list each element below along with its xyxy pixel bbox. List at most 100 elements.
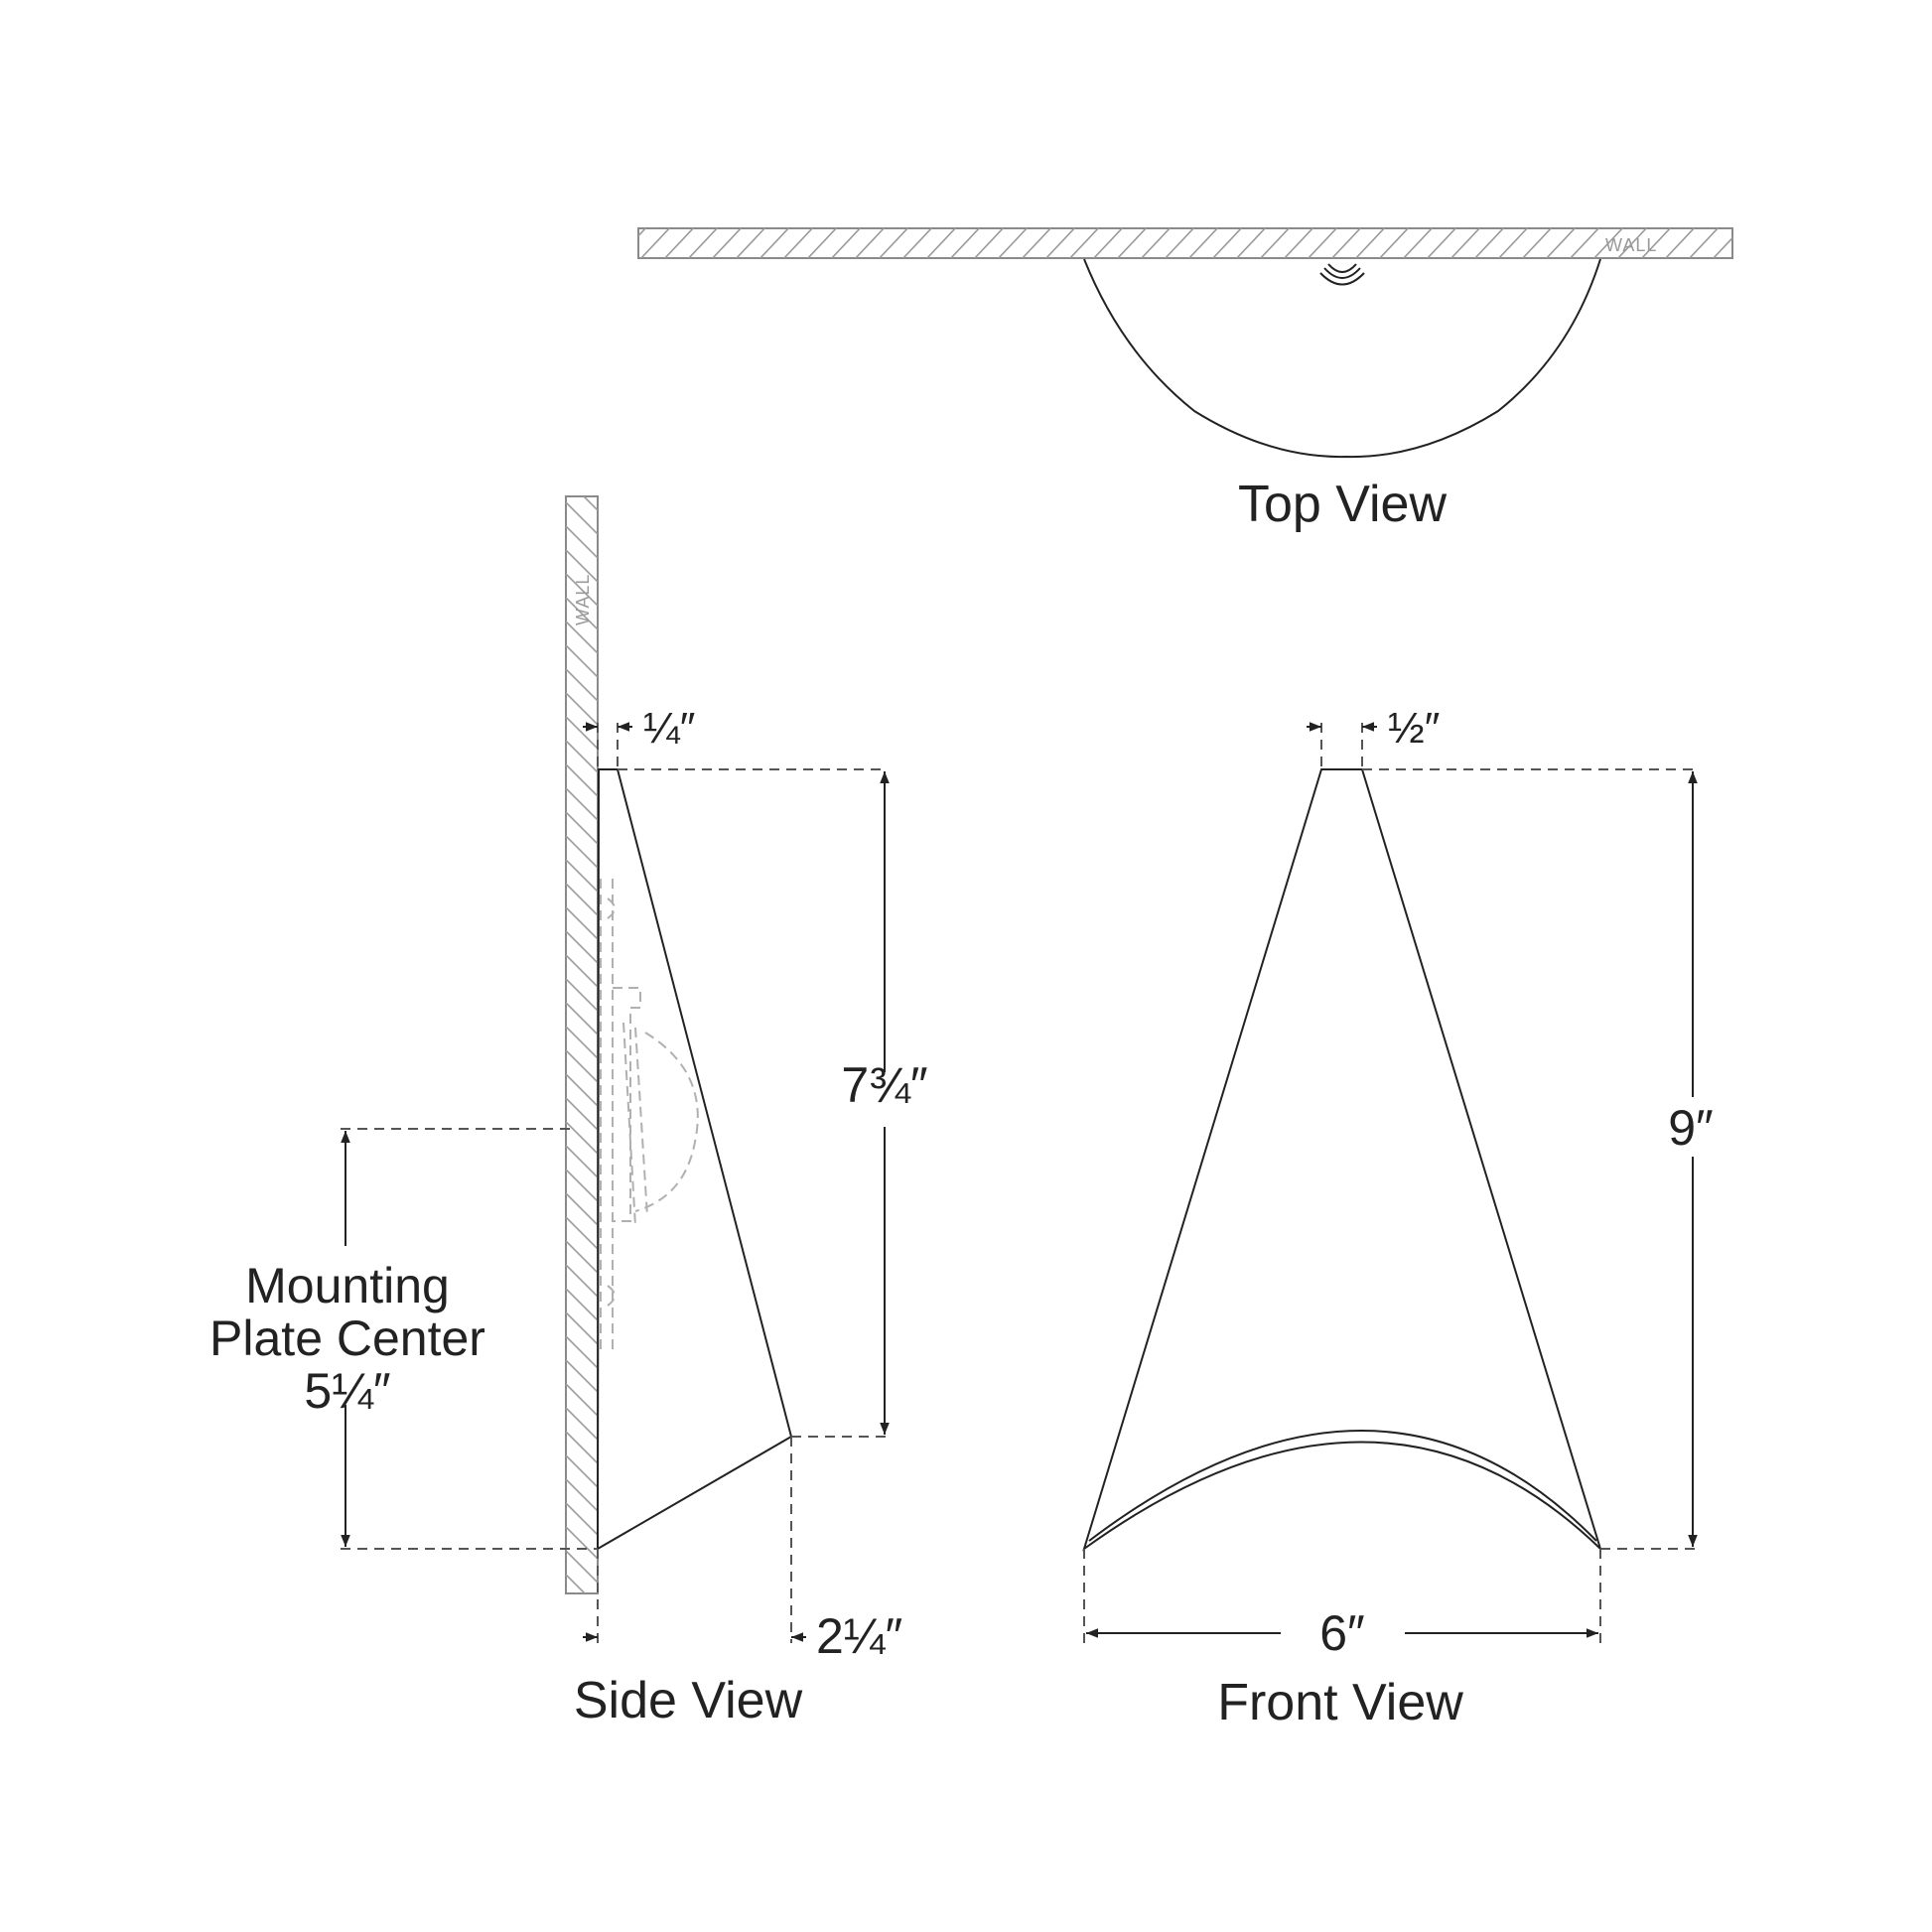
hatch-line — [566, 524, 598, 560]
hatch-line — [566, 739, 598, 774]
hatch-line — [566, 953, 598, 989]
hatch-line — [1735, 226, 1767, 260]
hatch-line — [566, 1072, 598, 1108]
hatch-line — [735, 228, 766, 258]
hatch-line — [1616, 228, 1648, 258]
hatch-line — [566, 715, 598, 751]
hatch-line — [566, 548, 598, 584]
hatch-line — [566, 1477, 598, 1513]
hatch-line — [1283, 228, 1314, 258]
hatch-line — [566, 500, 598, 536]
mounting-hardware-hidden — [600, 879, 699, 1355]
top-view-label: Top View — [1238, 476, 1448, 533]
dim-side-height: 7¾″ — [841, 771, 928, 1435]
hatch-line — [1712, 236, 1732, 258]
top-wall: WALL — [637, 226, 1767, 260]
hatch-line — [566, 572, 598, 608]
hatch-line — [566, 1549, 598, 1585]
hatch-line — [1187, 228, 1219, 258]
front-top-width-label: ½″ — [1388, 704, 1440, 753]
hatch-line — [901, 228, 933, 258]
hatch-line — [566, 1573, 587, 1593]
hatch-line — [564, 1596, 600, 1632]
hatch-line — [854, 228, 886, 258]
hatch-line — [1521, 228, 1553, 258]
hatch-line — [687, 228, 719, 258]
side-top-offset-label: ¼″ — [643, 704, 695, 753]
hatch-line — [1330, 228, 1362, 258]
hatch-line — [566, 858, 598, 894]
hatch-line — [1021, 228, 1052, 258]
hatch-line — [566, 1430, 598, 1465]
hatch-line — [566, 691, 598, 727]
dim-mounting-plate-center: Mounting Plate Center 5¼″ — [209, 1131, 485, 1547]
hatch-line — [566, 1048, 598, 1084]
hatch-line — [566, 1525, 598, 1561]
hatch-line — [663, 228, 695, 258]
hatch-line — [566, 1096, 598, 1132]
top-view: WALL Top View — [637, 226, 1767, 533]
hatch-line — [566, 667, 598, 703]
hatch-line — [566, 1453, 598, 1489]
front-view-shade-outline — [1082, 768, 1601, 1552]
top-wall-label: WALL — [1605, 235, 1657, 255]
hatch-line — [1592, 228, 1624, 258]
hatch-line — [1640, 228, 1672, 258]
hatch-line — [566, 977, 598, 1013]
front-height-label: 9″ — [1668, 1100, 1714, 1156]
hatch-line — [1116, 228, 1148, 258]
hatch-line — [566, 1382, 598, 1418]
hatch-line — [1449, 228, 1481, 258]
hatch-line — [1354, 228, 1386, 258]
hatch-line — [566, 1120, 598, 1156]
hatch-line — [566, 1334, 598, 1370]
front-view-label: Front View — [1217, 1674, 1463, 1731]
hatch-line — [1569, 228, 1600, 258]
hatch-line — [566, 1001, 598, 1036]
hatch-line — [566, 786, 598, 822]
hatch-line — [1497, 228, 1529, 258]
hatch-line — [639, 228, 671, 258]
hatch-line — [759, 228, 790, 258]
hatch-line — [1092, 228, 1124, 258]
hatch-line — [566, 762, 598, 798]
dim-side-top-offset: ¼″ — [583, 704, 695, 753]
side-view: WALL ¼″ 7¾″ 2¼″ — [209, 495, 928, 1729]
dim-front-width: 6″ — [1086, 1605, 1598, 1661]
mounting-label-line2: Plate Center — [209, 1311, 485, 1366]
hatch-line — [782, 228, 814, 258]
hatch-line — [566, 1287, 598, 1322]
side-depth-label: 2¼″ — [816, 1608, 902, 1664]
hatch-line — [1259, 228, 1291, 258]
hatch-line — [566, 1191, 598, 1227]
hatch-line — [1235, 228, 1267, 258]
hatch-line — [1402, 228, 1434, 258]
hatch-line — [566, 1311, 598, 1346]
hatch-line — [949, 228, 981, 258]
hatch-line — [997, 228, 1029, 258]
hatch-line — [566, 905, 598, 941]
hatch-line — [925, 228, 957, 258]
hatch-line — [566, 643, 598, 679]
hatch-line — [1307, 228, 1338, 258]
top-wall-hatching — [638, 226, 1767, 260]
dim-front-top-width: ½″ — [1307, 704, 1440, 753]
hatch-line — [582, 496, 598, 512]
side-height-label: 7¾″ — [841, 1057, 927, 1113]
side-view-shade-outline — [596, 768, 793, 1551]
front-view-bottom-edge — [1088, 1430, 1597, 1542]
hatch-line — [1044, 228, 1076, 258]
hatch-line — [566, 1215, 598, 1251]
side-extension-lines — [341, 723, 887, 1643]
hatch-line — [1211, 228, 1243, 258]
dim-side-depth: 2¼″ — [583, 1608, 902, 1664]
hatch-line — [566, 1239, 598, 1275]
hatch-line — [566, 882, 598, 917]
hatch-line — [1545, 228, 1577, 258]
hatch-line — [566, 1501, 598, 1537]
hatch-line — [566, 834, 598, 870]
hatch-line — [1164, 228, 1195, 258]
front-width-label: 6″ — [1319, 1605, 1365, 1661]
front-view: ½″ 9″ 6″ Front View — [1082, 704, 1714, 1731]
